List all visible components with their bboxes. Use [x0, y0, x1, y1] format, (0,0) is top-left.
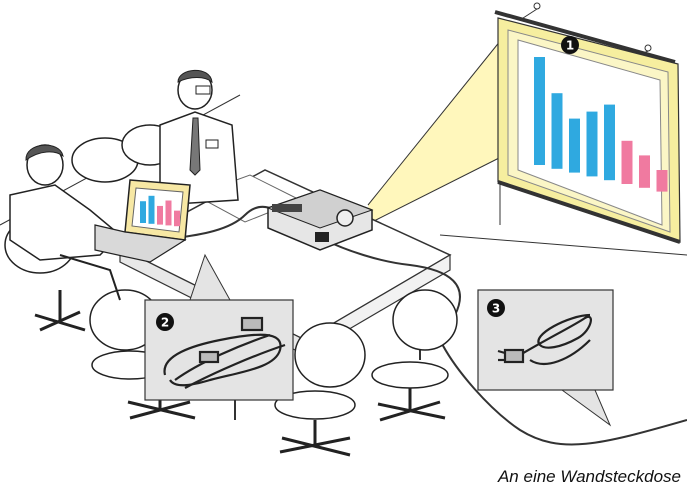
cables [174, 205, 687, 446]
bar-6 [621, 140, 633, 184]
screen-bar-chart [534, 57, 668, 192]
projection-screen [494, 2, 681, 244]
presenter-person [159, 69, 239, 206]
bar-3 [157, 205, 163, 225]
callout-number-1: 1 [566, 39, 574, 53]
bar-7 [639, 155, 650, 188]
bar-8 [656, 170, 668, 192]
bar-3 [569, 118, 580, 173]
bar-2 [551, 93, 563, 169]
chairs [4, 124, 458, 420]
power-cord-illustration [497, 313, 592, 365]
laptop-bar-chart [140, 195, 180, 227]
projector-light-beam [368, 35, 505, 222]
bar-4 [165, 200, 172, 226]
callout-box-2: 2 [144, 253, 294, 401]
callout-box-3: 3 [477, 289, 614, 427]
bar-1 [140, 201, 146, 223]
computer-cable-illustration [163, 316, 286, 389]
bar-1 [534, 57, 545, 165]
bar-5 [174, 210, 180, 227]
bar-2 [148, 195, 155, 224]
callout-number-2: 2 [161, 316, 169, 330]
power-outlet-caption: An eine Wandsteckdose [497, 467, 681, 486]
callout-badge-1: 1 [561, 36, 579, 54]
bar-5 [604, 104, 615, 181]
projector [266, 189, 374, 251]
callout-number-3: 3 [492, 302, 500, 316]
laptop [94, 179, 191, 263]
bar-4 [586, 111, 598, 177]
